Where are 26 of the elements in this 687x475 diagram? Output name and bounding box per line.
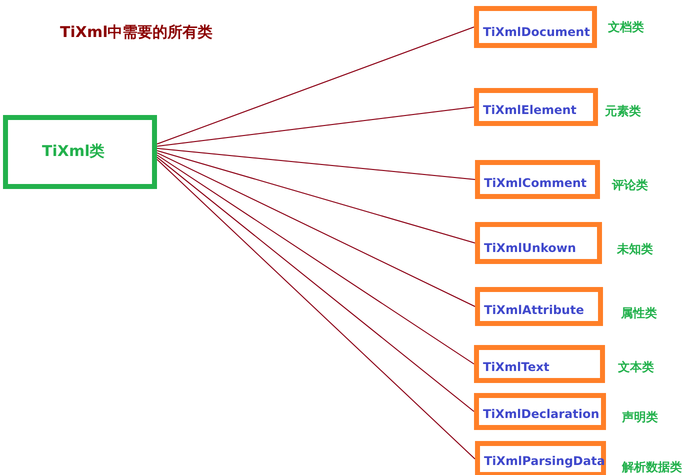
connector-line [156, 106, 474, 147]
class-name: TiXmlText [483, 360, 550, 374]
connector-line [156, 150, 476, 244]
connector-line [156, 26, 474, 144]
class-description: 文档类 [608, 19, 644, 36]
class-name: TiXml类 [42, 142, 105, 161]
class-box [3, 115, 157, 189]
class-name: TiXmlDocument [483, 25, 590, 39]
class-description: 解析数据类 [622, 459, 682, 475]
title: TiXml中需要的所有类 [60, 23, 213, 42]
class-description: 文本类 [618, 359, 654, 376]
class-name: TiXmlComment [484, 176, 587, 190]
class-name: TiXmlAttribute [484, 303, 584, 317]
connector-line [156, 154, 474, 364]
connector-line [156, 158, 476, 460]
connector-line [156, 156, 474, 412]
class-description: 声明类 [622, 409, 658, 426]
connector-line [156, 152, 476, 307]
connector-line [156, 148, 476, 180]
class-description: 评论类 [612, 177, 648, 194]
class-name: TiXmlElement [483, 103, 577, 117]
class-name: TiXmlDeclaration [483, 407, 600, 421]
class-description: 未知类 [617, 241, 653, 258]
class-description: 属性类 [621, 305, 657, 322]
class-description: 元素类 [605, 103, 641, 120]
class-name: TiXmlUnkown [484, 241, 576, 255]
